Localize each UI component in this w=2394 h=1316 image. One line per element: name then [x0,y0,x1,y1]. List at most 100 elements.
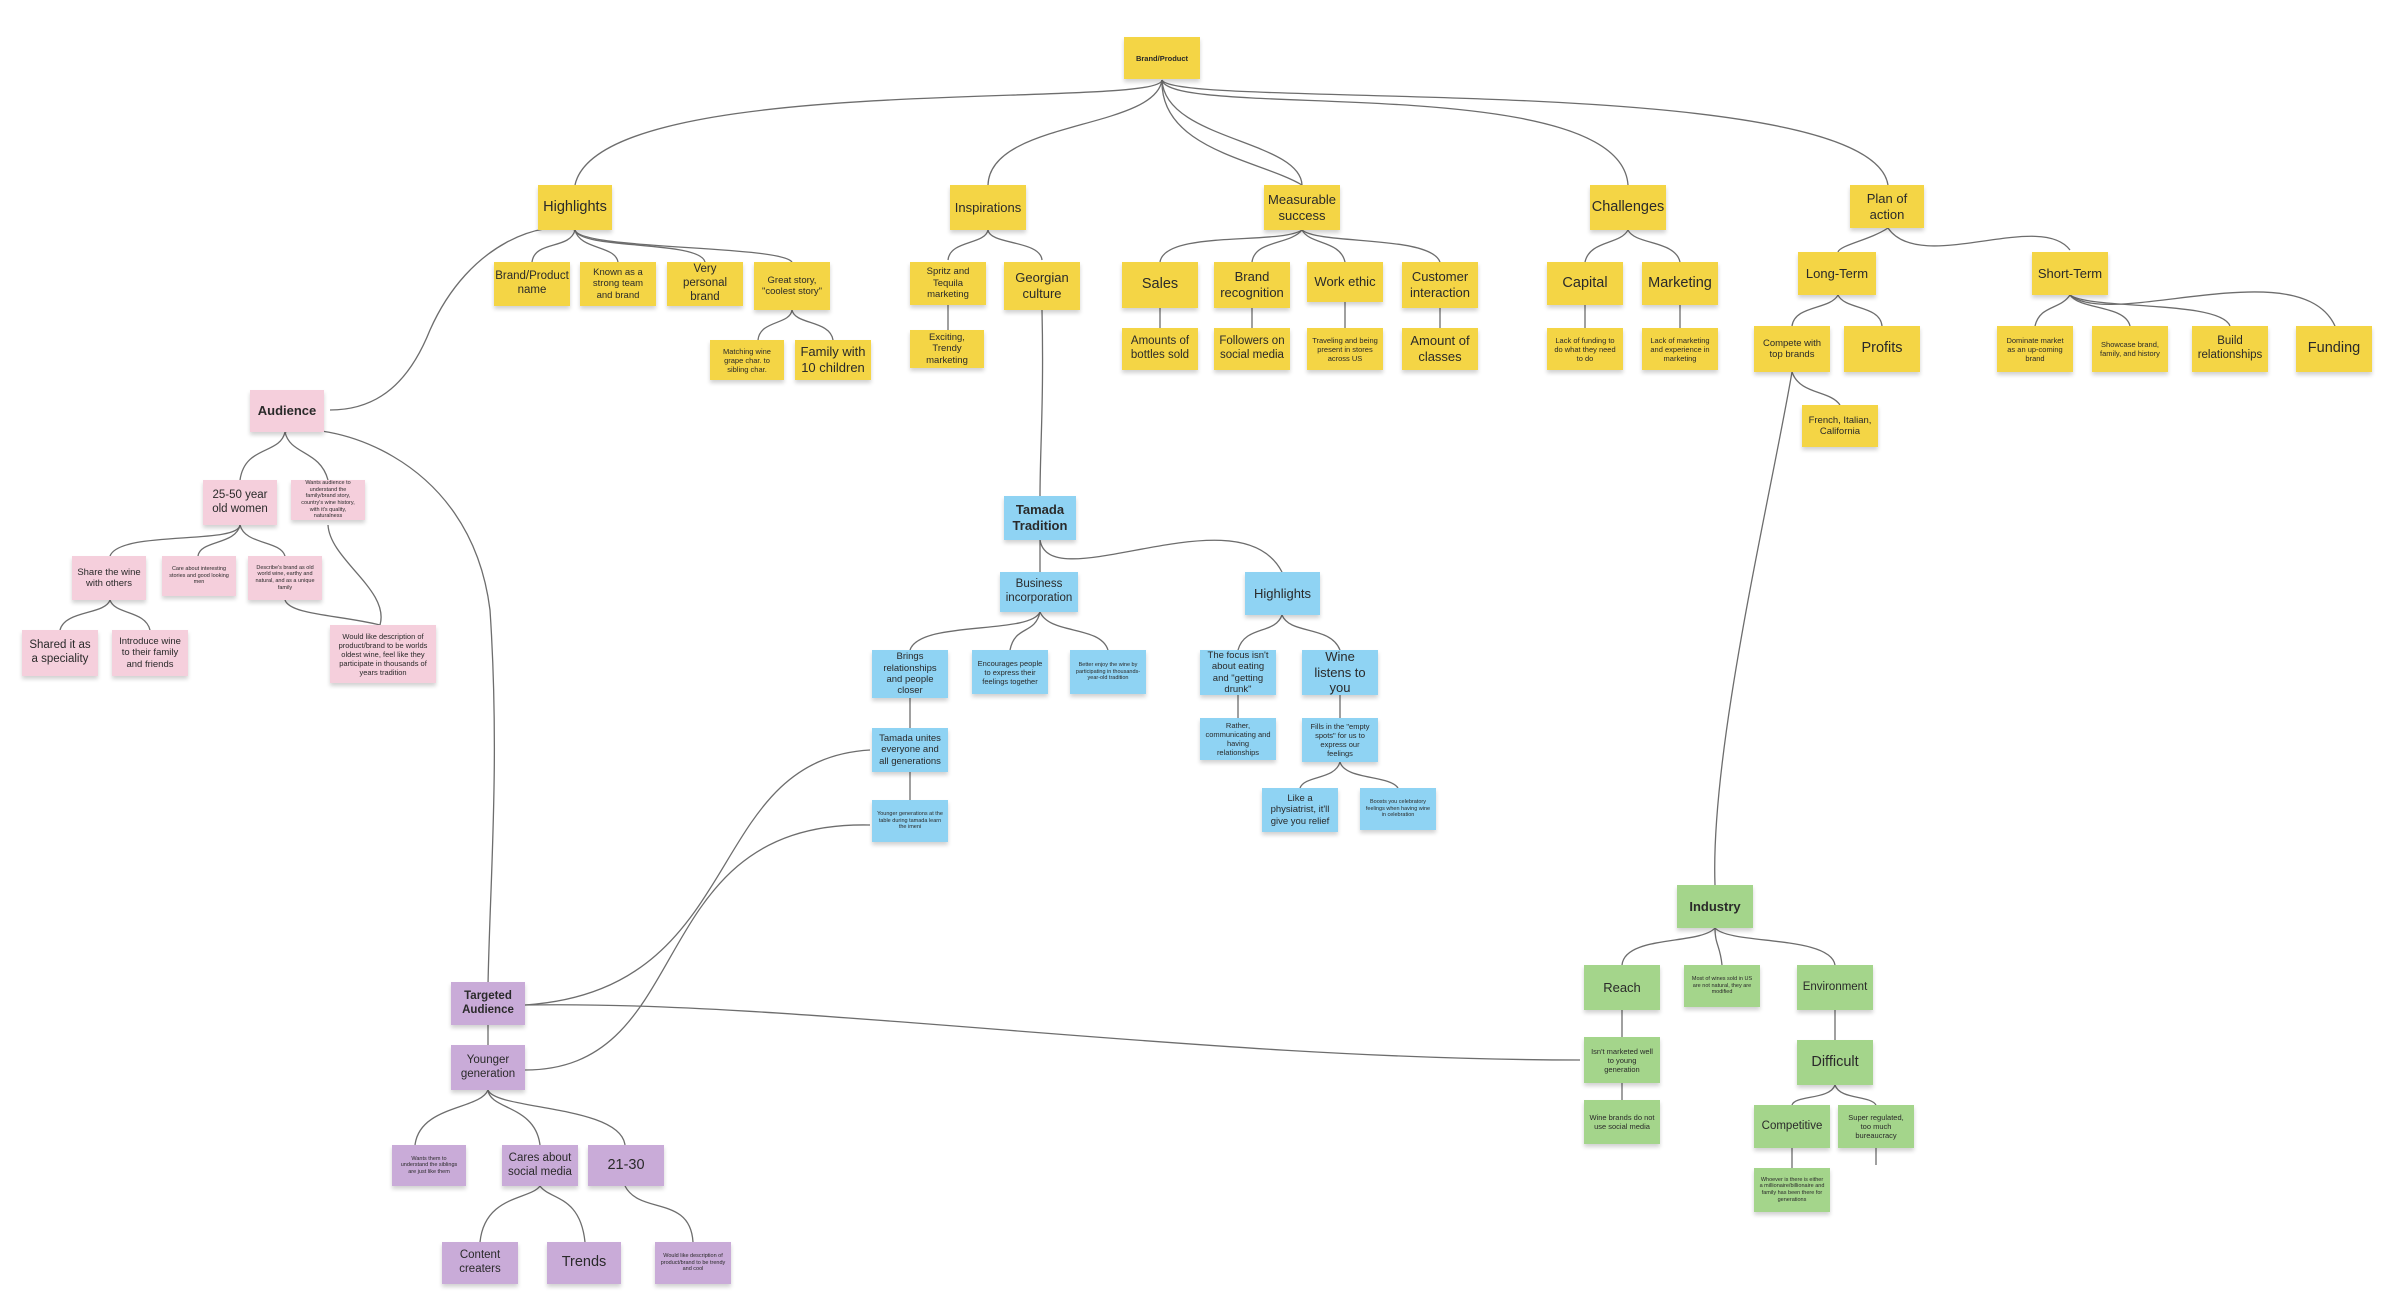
fills-empty-spots-note[interactable]: Fills in the "empty spots" for us to exp… [1302,718,1378,762]
like-physiatrist-note[interactable]: Like a physiatrist, it'll give you relie… [1262,788,1338,832]
sales-note[interactable]: Sales [1122,262,1198,308]
connector [1299,761,1341,789]
reach-note[interactable]: Reach [1584,965,1660,1010]
would-like-trendy-note[interactable]: Would like description of product/brand … [655,1242,731,1284]
compete-top-brands-note[interactable]: Compete with top brands [1754,326,1830,372]
connector [1281,614,1341,651]
super-regulated-note[interactable]: Super regulated, too much bureaucracy [1838,1105,1914,1148]
customer-interaction-note[interactable]: Customer interaction [1402,262,1478,308]
isnt-marketed-note[interactable]: Isn't marketed well to young generation [1584,1037,1660,1083]
lack-marketing-note[interactable]: Lack of marketing and experience in mark… [1642,328,1718,370]
women-25-50-note[interactable]: 25-50 year old women [203,480,277,525]
connector [1339,761,1399,789]
highlights-blue-note[interactable]: Highlights [1245,572,1320,615]
dominate-market-note[interactable]: Dominate market as an up-coming brand [1997,326,2073,372]
lack-funding-note[interactable]: Lack of funding to do what they need to … [1547,328,1623,370]
competitive-note[interactable]: Competitive [1754,1105,1830,1148]
connector [1161,79,1303,186]
targeted-audience-note[interactable]: Targeted Audience [451,982,525,1025]
plan-of-action-note[interactable]: Plan of action [1850,185,1924,228]
funding-note[interactable]: Funding [2296,326,2372,372]
long-term-note[interactable]: Long-Term [1798,252,1876,295]
brand-recognition-note[interactable]: Brand recognition [1214,262,1290,308]
build-relationships-note[interactable]: Build relationships [2192,326,2268,372]
wants-audience-understand-note[interactable]: Wants audience to understand the family/… [291,480,365,520]
environment-note[interactable]: Environment [1797,965,1873,1010]
would-like-oldest-wine-note[interactable]: Would like description of product/brand … [330,625,436,683]
encourages-feelings-note[interactable]: Encourages people to express their feeli… [972,650,1048,694]
profits-note[interactable]: Profits [1844,326,1920,372]
work-ethic-note[interactable]: Work ethic [1307,262,1383,302]
inspirations-note[interactable]: Inspirations [950,185,1026,230]
georgian-culture-note[interactable]: Georgian culture [1004,262,1080,310]
focus-not-drunk-note[interactable]: The focus isn't about eating and "gettin… [1200,650,1276,695]
tamada-tradition-note[interactable]: Tamada Tradition [1004,496,1076,540]
tamada-unites-note[interactable]: Tamada unites everyone and all generatio… [872,728,948,772]
spritz-tequila-note[interactable]: Spritz and Tequila marketing [910,262,986,305]
connector [2069,291,2336,327]
younger-generations-learn-note[interactable]: Younger generations at the table during … [872,800,948,842]
better-enjoy-note[interactable]: Better enjoy the wine by participating i… [1070,650,1146,694]
connector [2034,294,2071,327]
most-wines-note[interactable]: Most of wines sold in US are not natural… [1684,965,1760,1007]
difficult-note[interactable]: Difficult [1797,1040,1873,1085]
very-personal-brand-note[interactable]: Very personal brand [667,262,743,306]
measurable-success-note[interactable]: Measurable success [1264,185,1340,230]
amount-classes-note[interactable]: Amount of classes [1402,328,1478,370]
connector [624,1185,694,1243]
audience-note[interactable]: Audience [250,390,324,432]
connector [1039,309,1044,497]
connector [987,79,1163,186]
boosts-celebratory-note[interactable]: Boosts you celebratory feelings when hav… [1360,788,1436,830]
connector [1837,294,1883,327]
followers-social-note[interactable]: Followers on social media [1214,328,1290,370]
marketing-note[interactable]: Marketing [1642,262,1718,305]
age-21-30-note[interactable]: 21-30 [588,1145,664,1186]
brand-product-name-note[interactable]: Brand/Product name [494,262,570,306]
exciting-trendy-note[interactable]: Exciting, Trendy marketing [910,330,984,368]
matching-wine-note[interactable]: Matching wine grape char. to sibling cha… [710,340,784,380]
connector [1714,927,1723,966]
connector [1009,611,1041,651]
cares-social-media-note[interactable]: Cares about social media [502,1145,578,1186]
connector [1834,1084,1877,1106]
wine-brands-social-note[interactable]: Wine brands do not use social media [1584,1100,1660,1144]
family-10-children-note[interactable]: Family with 10 children [795,340,871,380]
younger-generation-note[interactable]: Younger generation [451,1045,525,1090]
business-incorporation-note[interactable]: Business incorporation [1000,572,1078,612]
whoever-millionaire-note[interactable]: Whoever is there is either a millionaire… [1754,1168,1830,1212]
showcase-brand-note[interactable]: Showcase brand, family, and history [2092,326,2168,372]
connector [1161,79,1889,186]
short-term-note[interactable]: Short-Term [2032,252,2108,295]
challenges-note[interactable]: Challenges [1590,185,1666,230]
connector [574,229,706,263]
great-story-note[interactable]: Great story, "coolest story" [754,262,830,310]
amounts-bottles-note[interactable]: Amounts of bottles sold [1122,328,1198,370]
root-brand-product-note[interactable]: Brand/Product [1124,37,1200,79]
rather-communicating-note[interactable]: Rather, communicating and having relatio… [1200,718,1276,760]
highlights-note[interactable]: Highlights [538,185,612,230]
industry-note[interactable]: Industry [1677,885,1753,928]
capital-note[interactable]: Capital [1547,262,1623,305]
care-about-stories-note[interactable]: Care about interesting stories and good … [162,556,236,596]
connector [109,599,151,631]
traveling-stores-note[interactable]: Traveling and being present in stores ac… [1307,328,1383,370]
known-as-team-note[interactable]: Known as a strong team and brand [580,262,656,306]
french-italian-california-note[interactable]: French, Italian, California [1802,405,1878,447]
connector [487,1089,541,1146]
connector [239,431,286,481]
trends-note[interactable]: Trends [547,1242,621,1284]
introduce-wine-note[interactable]: Introduce wine to their family and frien… [112,630,188,676]
connector [1714,927,1836,966]
content-creaters-note[interactable]: Content creaters [442,1242,518,1284]
describes-brand-note[interactable]: Describe's brand as old world wine, eart… [248,556,322,600]
connector [987,229,1043,261]
shared-speciality-note[interactable]: Shared it as a speciality [22,630,98,676]
connector [284,431,329,481]
share-wine-note[interactable]: Share the wine with others [72,556,146,600]
brings-relationships-note[interactable]: Brings relationships and people closer [872,650,948,698]
wants-siblings-note[interactable]: Wants them to understand the siblings ar… [392,1145,466,1186]
connector [1627,229,1681,263]
wine-listens-note[interactable]: Wine listens to you [1302,650,1378,695]
